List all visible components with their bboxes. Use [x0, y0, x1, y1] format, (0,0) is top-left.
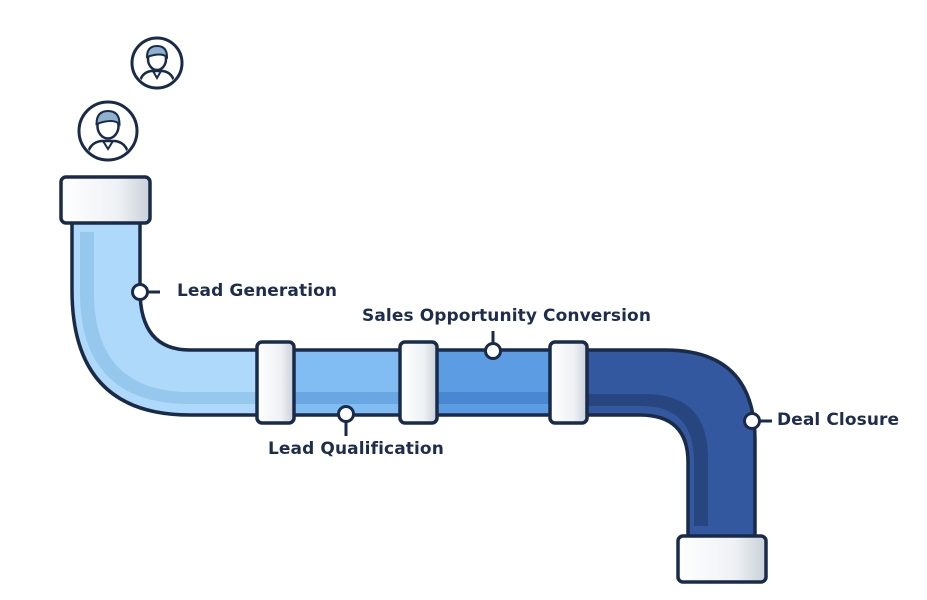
bottom-pipe-coupling [676, 534, 768, 584]
stage-label-lead-qualification: Lead Qualification [268, 439, 444, 459]
marker-lead-generation [131, 283, 160, 301]
stage-label-sales-opportunity-conversion: Sales Opportunity Conversion [362, 306, 652, 326]
pipe-stage-lead-qualification [288, 348, 407, 417]
top-pipe-coupling [59, 175, 152, 225]
marker-deal-closure [743, 412, 772, 430]
pipe-stage-lead-generation [70, 210, 264, 417]
marker-lead-qualification [337, 405, 355, 436]
stage-label-deal-closure: Deal Closure [777, 410, 900, 430]
pipe-coupling-3 [548, 340, 589, 425]
pipe-coupling-2 [398, 340, 439, 425]
pipe-stage-deal-closure [581, 348, 757, 542]
pipe-coupling-1 [255, 340, 296, 425]
user-avatar-icon [77, 100, 139, 162]
marker-sales-opportunity [484, 331, 502, 360]
stage-label-lead-generation: Lead Generation [177, 281, 338, 301]
user-avatar-icon [130, 36, 184, 90]
